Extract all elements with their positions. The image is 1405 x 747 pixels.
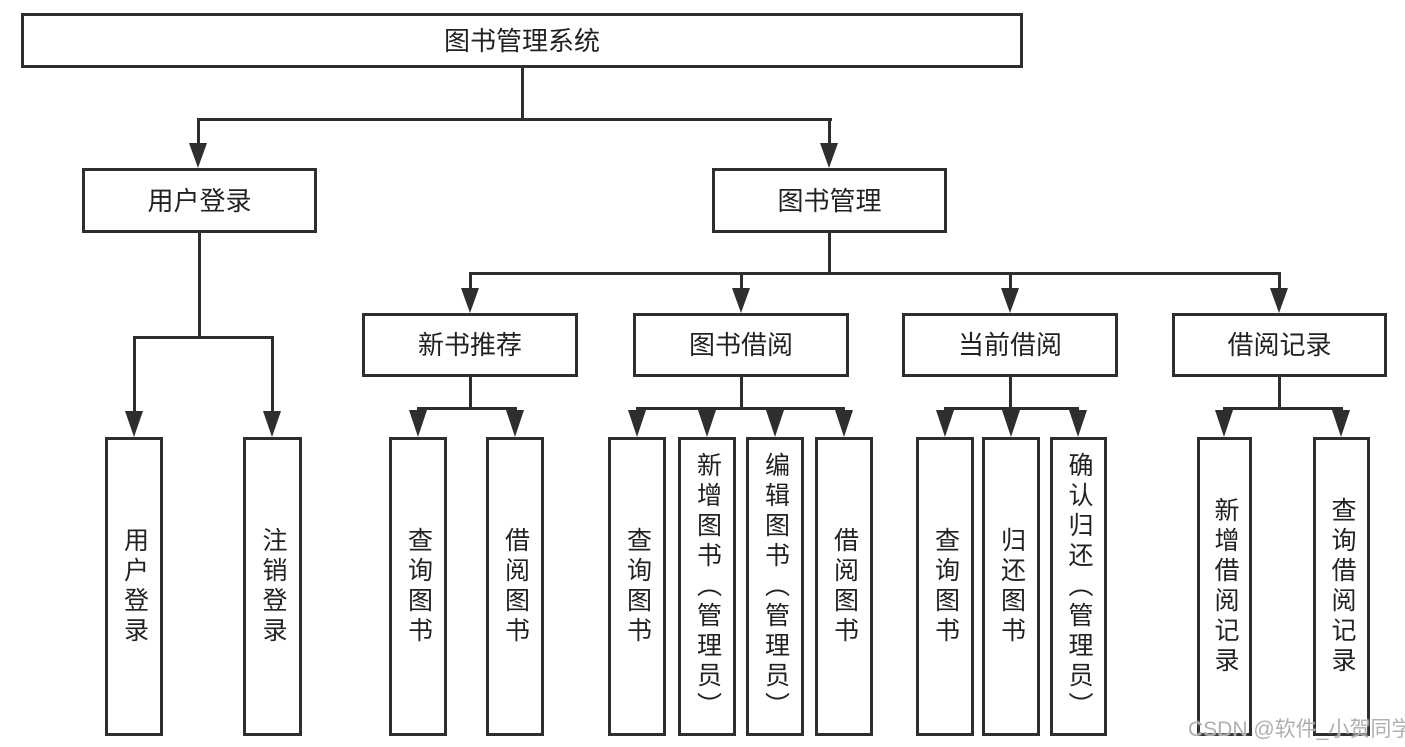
connector-user-login-split	[133, 336, 274, 339]
node-book-management-system-label: 图书管理系统	[443, 25, 600, 56]
connector-new-book-rec-split	[417, 407, 517, 410]
leaf-query-borrow-record: 查询借阅记录	[1313, 437, 1370, 736]
node-book-management-label: 图书管理	[777, 185, 882, 216]
node-new-book-recommend: 新书推荐	[362, 313, 578, 377]
leaf-borrow-book-recommend: 借阅图书	[486, 437, 544, 736]
connector-new-book-rec-stub	[469, 377, 472, 410]
leaf-query-borrow-record-label: 查询借阅记录	[1328, 496, 1356, 677]
arrowhead-leaf-edit-book	[766, 410, 784, 437]
arrowhead-leaf-borrow-book	[835, 410, 853, 437]
leaf-query-book-borrow-label: 查询图书	[623, 526, 652, 647]
connector-book-borrow-stub	[740, 377, 743, 410]
connector-drop-leaf-logout	[271, 336, 274, 413]
connector-drop-current-borrow	[1009, 272, 1012, 290]
arrowhead-leaf-confirm-return	[1069, 410, 1087, 437]
node-book-management-system: 图书管理系统	[21, 13, 1023, 68]
csdn-watermark: CSDN @软件_小贺同学	[1188, 718, 1405, 741]
leaf-add-book-admin: 新增图书（管理员）	[678, 437, 736, 736]
connector-current-borrow-stub	[1009, 377, 1012, 410]
leaf-borrow-book-recommend-label: 借阅图书	[501, 526, 530, 647]
arrowhead-leaf-query-book-recommend	[409, 410, 427, 437]
arrowhead-leaf-return-book	[1002, 410, 1020, 437]
node-book-borrow: 图书借阅	[633, 313, 849, 377]
arrowhead-user-login	[189, 143, 207, 168]
arrowhead-leaf-logout	[263, 411, 281, 437]
leaf-borrow-book-label: 借阅图书	[830, 526, 859, 647]
connector-current-borrow-split	[944, 407, 1079, 410]
connector-book-mgmt-split	[469, 272, 1281, 275]
connector-drop-book-management	[828, 118, 831, 146]
leaf-query-book-recommend: 查询图书	[389, 437, 447, 736]
connector-borrow-records-stub	[1278, 377, 1281, 410]
node-current-borrow: 当前借阅	[902, 313, 1118, 377]
leaf-confirm-return-admin-label: 确认归还（管理员）	[1065, 451, 1093, 722]
leaf-query-book-current-label: 查询图书	[931, 526, 960, 647]
leaf-return-book-label: 归还图书	[997, 526, 1026, 647]
leaf-confirm-return-admin: 确认归还（管理员）	[1050, 437, 1107, 736]
connector-user-login-stub	[198, 233, 201, 339]
leaf-user-login: 用户登录	[105, 437, 163, 736]
arrowhead-leaf-add-book	[698, 410, 716, 437]
connector-drop-book-borrow	[740, 272, 743, 290]
connector-book-mgmt-stub	[828, 233, 831, 275]
leaf-user-login-label: 用户登录	[120, 526, 149, 647]
arrowhead-book-management	[820, 143, 838, 168]
arrowhead-leaf-add-record	[1215, 410, 1233, 437]
leaf-add-borrow-record: 新增借阅记录	[1197, 437, 1252, 736]
node-user-login: 用户登录	[82, 168, 317, 233]
connector-drop-borrow-records	[1278, 272, 1281, 290]
connector-book-borrow-split	[636, 407, 845, 410]
arrowhead-current-borrow	[1001, 288, 1019, 313]
node-borrow-records: 借阅记录	[1172, 313, 1387, 377]
node-user-login-label: 用户登录	[147, 185, 252, 216]
node-book-management: 图书管理	[712, 168, 947, 233]
arrowhead-book-borrow	[732, 288, 750, 313]
arrowhead-leaf-query-book-borrow	[628, 410, 646, 437]
leaf-edit-book-admin: 编辑图书（管理员）	[746, 437, 804, 736]
node-new-book-recommend-label: 新书推荐	[417, 330, 522, 360]
connector-drop-user-login	[197, 118, 200, 146]
leaf-query-book-current: 查询图书	[916, 437, 974, 736]
connector-drop-new-book-recommend	[469, 272, 472, 290]
leaf-return-book: 归还图书	[982, 437, 1040, 736]
connector-drop-leaf-user-login	[133, 336, 136, 413]
arrowhead-leaf-query-book-current	[936, 410, 954, 437]
leaf-add-book-admin-label: 新增图书（管理员）	[693, 451, 722, 722]
leaf-logout: 注销登录	[243, 437, 302, 736]
arrowhead-new-book-recommend	[461, 288, 479, 313]
arrowhead-leaf-user-login	[125, 411, 143, 437]
leaf-query-book-borrow: 查询图书	[608, 437, 666, 736]
node-borrow-records-label: 借阅记录	[1227, 330, 1332, 360]
connector-borrow-records-split	[1223, 407, 1343, 410]
leaf-borrow-book: 借阅图书	[815, 437, 873, 736]
leaf-edit-book-admin-label: 编辑图书（管理员）	[761, 451, 790, 722]
connector-root-stub	[521, 68, 524, 121]
leaf-add-borrow-record-label: 新增借阅记录	[1211, 496, 1239, 677]
leaf-query-book-recommend-label: 查询图书	[404, 526, 433, 647]
node-book-borrow-label: 图书借阅	[688, 330, 793, 360]
connector-root-split	[197, 118, 832, 121]
node-current-borrow-label: 当前借阅	[957, 330, 1062, 360]
arrowhead-borrow-records	[1270, 288, 1288, 313]
leaf-logout-label: 注销登录	[259, 526, 287, 647]
arrowhead-leaf-borrow-book-recommend	[506, 410, 524, 437]
arrowhead-leaf-query-record	[1332, 410, 1350, 437]
